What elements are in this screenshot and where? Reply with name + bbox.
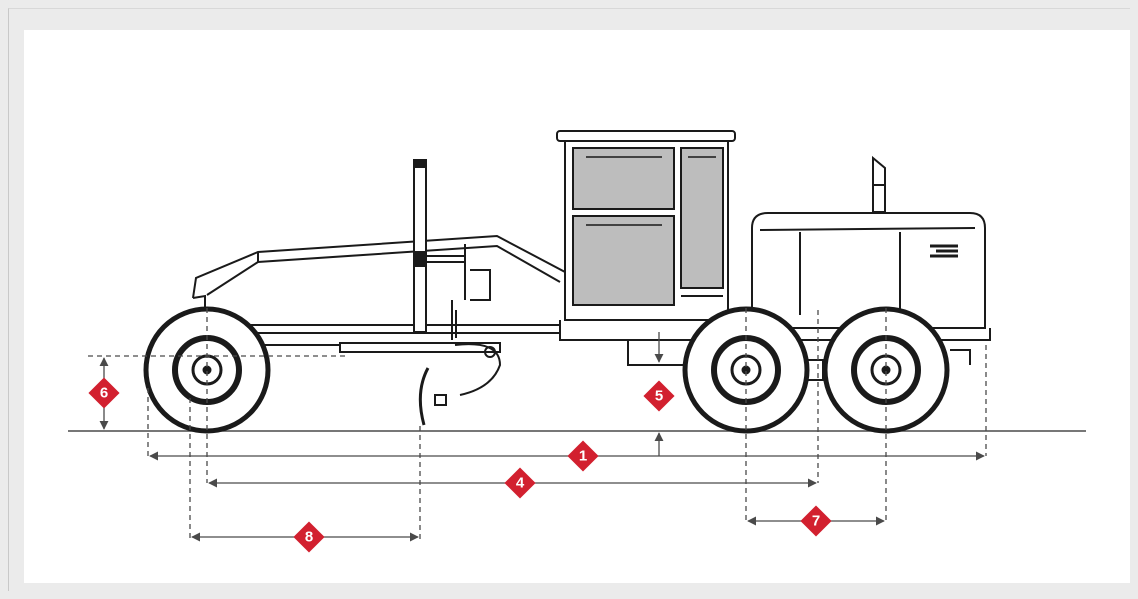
callout-4: 4	[504, 467, 536, 499]
callout-5-label: 5	[655, 388, 663, 405]
callout-5: 5	[643, 380, 675, 412]
moldboard-blade	[418, 343, 502, 426]
callout-7-label: 7	[812, 513, 820, 530]
diagram-panel	[24, 30, 1130, 583]
blade-lift-post	[413, 159, 491, 340]
callout-6: 6	[88, 377, 120, 409]
callout-6-label: 6	[100, 385, 108, 402]
callout-1: 1	[567, 440, 599, 472]
callout-1-label: 1	[579, 448, 587, 465]
callout-4-label: 4	[516, 475, 525, 492]
callout-8-label: 8	[305, 529, 313, 546]
callout-8: 8	[293, 521, 325, 553]
operator-cab	[556, 130, 750, 341]
motor-grader	[143, 130, 991, 434]
callout-7: 7	[800, 505, 832, 537]
